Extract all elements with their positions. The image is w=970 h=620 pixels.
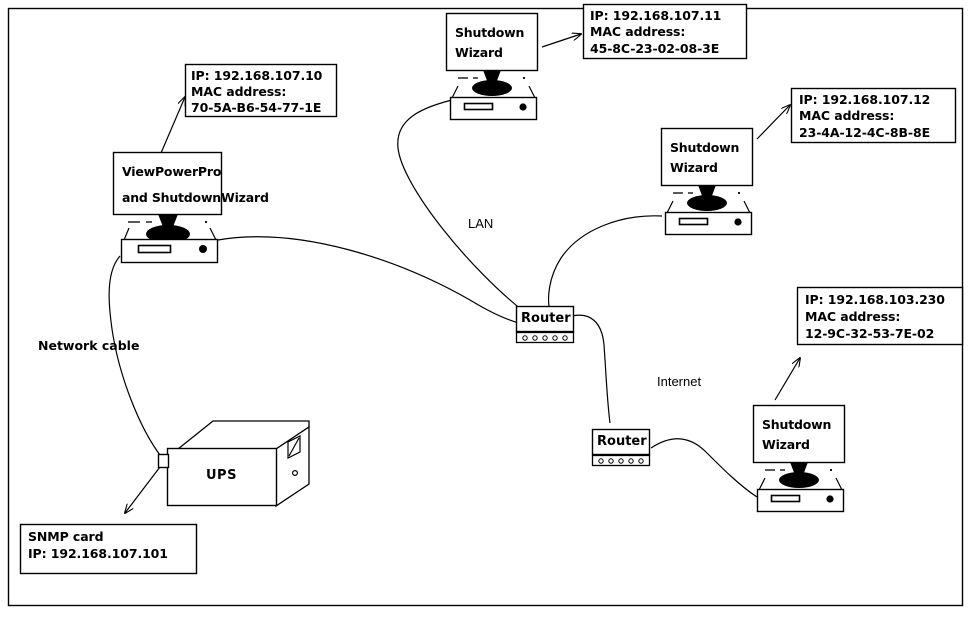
arrow-to-info-pc-right: [756, 105, 790, 140]
ups-side-led: [292, 470, 299, 477]
desk-dot: [204, 220, 208, 224]
router-body: [591, 428, 651, 456]
case-top-right-edge: [743, 200, 751, 214]
info-box-pc-remote: [796, 286, 964, 346]
pc-shutdown-wizard-right-label-line1: Shutdown: [670, 140, 740, 155]
monitor-base: [472, 80, 512, 96]
info-box-pc-top-mac-value: 45-8C-23-02-08-3E: [590, 41, 720, 56]
router-port: [552, 335, 558, 341]
computer-viewpowerpro: [112, 151, 223, 264]
case-top-left-edge: [123, 227, 130, 241]
power-button: [519, 103, 527, 111]
desk-dot: [522, 76, 526, 80]
monitor-base: [687, 195, 727, 211]
ups-side-vent-slash: [288, 437, 300, 457]
case-top-left-edge: [758, 477, 766, 491]
pc-shutdown-wizard-top-label-line1: Shutdown: [455, 25, 525, 40]
router-lan-label: Router: [521, 311, 571, 326]
info-box-pc-top-mac-label: MAC address:: [590, 24, 686, 39]
router-port-strip: [515, 331, 575, 344]
case-top-right-edge: [835, 477, 843, 491]
info-box-snmp-title: SNMP card: [28, 529, 104, 544]
cable-ups-to-viewpowerpro: [108, 255, 164, 460]
router-port-strip: [591, 454, 651, 467]
info-box-snmp-ip: IP: 192.168.107.101: [28, 546, 168, 561]
pc-viewpowerpro-label-line2: and ShutdownWizard: [122, 190, 269, 205]
cable-viewpowerpro-to-router: [217, 236, 520, 324]
info-box-pc-right-mac-label: MAC address:: [799, 108, 895, 123]
annotation-lan: LAN: [468, 216, 494, 231]
computer-shutdown-wizard-right: [660, 127, 754, 236]
annotation-network-cable: Network cable: [38, 338, 140, 353]
arrow-to-info-snmp: [125, 462, 164, 513]
case-top-left-edge: [451, 85, 459, 99]
case-top-right-edge: [528, 85, 536, 99]
drive-slot: [137, 244, 172, 254]
monitor-base: [146, 225, 190, 243]
pc-shutdown-wizard-top-label-line2: Wizard: [455, 45, 503, 60]
power-button: [199, 245, 207, 253]
router-port: [562, 335, 568, 341]
ups-front-face: [166, 447, 278, 507]
info-box-pc-top-ip: IP: 192.168.107.11: [590, 8, 722, 23]
info-box-pc-right: [790, 87, 957, 144]
case-top-left-edge: [666, 200, 674, 214]
cable-router-to-router: [571, 314, 611, 424]
computer-shutdown-wizard-top: [445, 12, 539, 121]
monitor-base: [779, 472, 819, 488]
info-box-pc-right-ip: IP: 192.168.107.12: [799, 92, 931, 107]
arrow-to-info-pc-top: [541, 34, 581, 48]
arrow-to-info-viewpowerpro: [157, 97, 185, 161]
ups-side-vent: [287, 435, 301, 459]
power-button: [826, 495, 834, 503]
drive-slot: [770, 494, 801, 503]
router-port: [542, 335, 548, 341]
cable-pc-right-to-router: [548, 215, 663, 312]
router-port: [638, 458, 644, 464]
router-port: [618, 458, 624, 464]
info-box-pc-remote-ip: IP: 192.168.103.230: [805, 292, 945, 307]
case-top-right-edge: [209, 227, 217, 241]
router-port: [628, 458, 634, 464]
monitor-stand: [158, 214, 178, 232]
router-lan-icon: [515, 305, 575, 344]
router-internet-label: Router: [597, 434, 647, 449]
ups-label: UPS: [206, 468, 237, 483]
pc-shutdown-wizard-remote-label-line1: Shutdown: [762, 417, 832, 432]
info-box-viewpowerpro-mac-label: MAC address:: [191, 84, 287, 99]
desk-dot: [737, 191, 741, 195]
power-button: [734, 218, 742, 226]
info-box-pc-top: [582, 3, 748, 60]
router-port: [608, 458, 614, 464]
info-box-pc-remote-mac-label: MAC address:: [805, 309, 901, 324]
ups-icon: [157, 420, 310, 508]
info-box-pc-remote-mac-value: 12-9C-32-53-7E-02: [805, 326, 935, 341]
cable-pc-top-to-router: [397, 99, 528, 315]
cable-router-to-remote-pc: [650, 438, 758, 498]
pc-shutdown-wizard-remote-label-line2: Wizard: [762, 437, 810, 452]
info-box-pc-right-mac-value: 23-4A-12-4C-8B-8E: [799, 125, 931, 140]
computer-shutdown-wizard-remote: [752, 404, 846, 513]
pc-viewpowerpro-label-line1: ViewPowerPro: [122, 164, 222, 179]
router-port: [598, 458, 604, 464]
info-box-viewpowerpro-mac-value: 70-5A-B6-54-77-1E: [191, 100, 322, 115]
drive-slot: [678, 217, 709, 226]
router-body: [515, 305, 575, 333]
pc-shutdown-wizard-right-label-line2: Wizard: [670, 160, 718, 175]
router-port: [532, 335, 538, 341]
desk-dot: [829, 468, 833, 472]
router-internet-icon: [591, 428, 651, 467]
monitor-screen: [752, 404, 846, 464]
monitor-screen: [660, 127, 754, 187]
monitor-screen: [112, 151, 223, 216]
annotation-internet: Internet: [657, 374, 702, 389]
router-port: [522, 335, 528, 341]
ups-connector-port: [157, 453, 170, 469]
drive-slot: [463, 102, 494, 111]
info-box-viewpowerpro: [184, 63, 338, 118]
info-box-viewpowerpro-ip: IP: 192.168.107.10: [191, 68, 323, 83]
info-box-snmp-card: [19, 523, 198, 575]
arrow-to-info-pc-remote: [774, 358, 800, 401]
